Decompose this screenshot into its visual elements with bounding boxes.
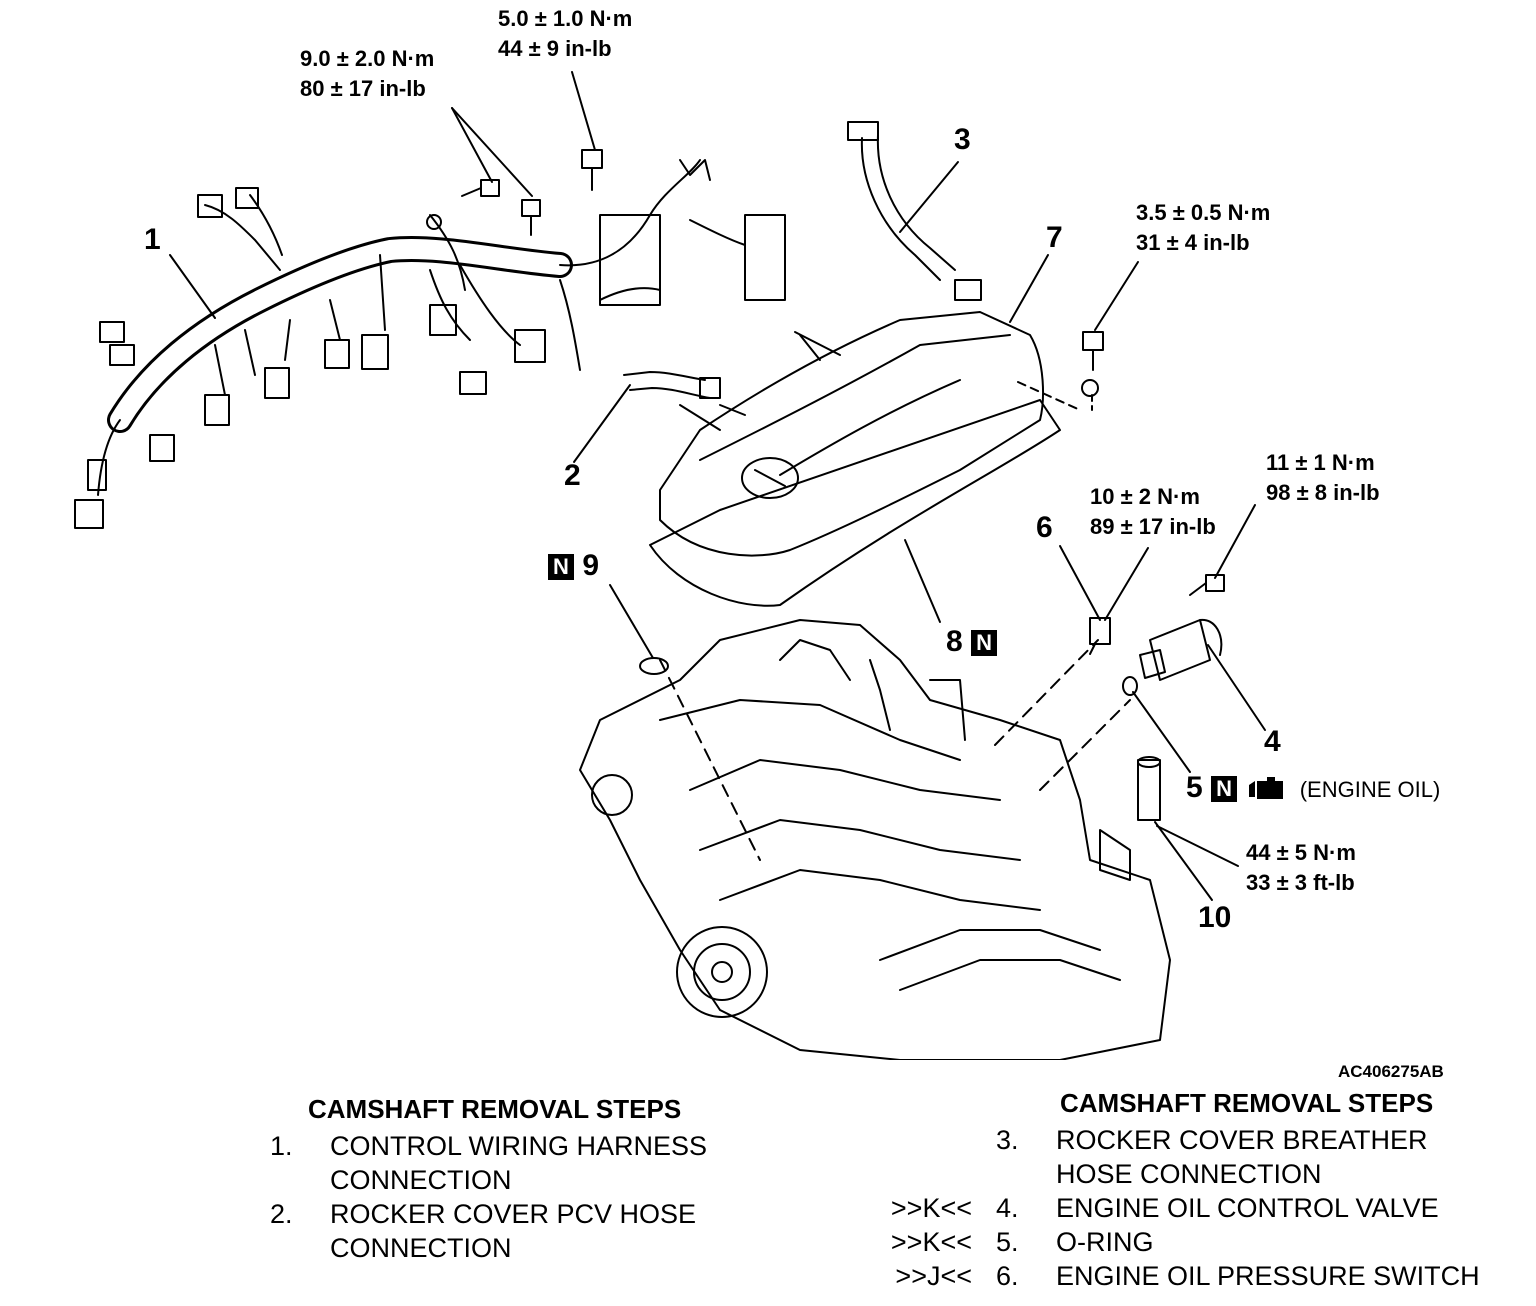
torque-label-plug: 44 ± 5 N·m 33 ± 3 ft-lb <box>1246 838 1356 898</box>
steps-left: CAMSHAFT REMOVAL STEPS 1. CONTROL WIRING… <box>150 1094 707 1265</box>
oil-can-icon <box>1249 777 1284 800</box>
steps-heading: CAMSHAFT REMOVAL STEPS <box>1060 1088 1434 1118</box>
callout-8: 8 <box>946 625 963 658</box>
step-text: HOSE CONNECTION <box>1056 1159 1322 1189</box>
spacer <box>270 1231 330 1265</box>
step-ref <box>150 1129 270 1163</box>
callout-2: 2 <box>564 459 581 492</box>
rocker-cover-drawing <box>649 311 1081 607</box>
torque-metric: 10 ± 2 N·m <box>1090 484 1200 509</box>
step-row: 3. ROCKER COVER BREATHER <box>860 1123 1480 1157</box>
step-row-continued: HOSE CONNECTION <box>860 1157 1480 1191</box>
leader-lines <box>169 71 1266 901</box>
torque-label-oil-control-valve-bolt: 11 ± 1 N·m 98 ± 8 in-lb <box>1266 448 1380 508</box>
oil-control-valve-drawing <box>1122 618 1223 821</box>
callout-3: 3 <box>954 123 971 156</box>
spacer <box>860 1157 996 1191</box>
step-ref: >>K<< <box>890 1227 972 1257</box>
callout-6: 6 <box>1036 511 1053 544</box>
non-reusable-mark: N <box>971 630 998 657</box>
bolts-drawing <box>426 149 1225 596</box>
callout-5: 5 <box>1186 771 1203 804</box>
figure-id: AC406275AB <box>1338 1062 1444 1081</box>
wiring-harness-drawing <box>74 159 786 529</box>
callout-7: 7 <box>1046 221 1063 254</box>
torque-imperial: 33 ± 3 ft-lb <box>1246 870 1355 895</box>
torque-imperial: 89 ± 17 in-lb <box>1090 514 1216 539</box>
step-row: 2. ROCKER COVER PCV HOSE <box>150 1197 707 1231</box>
step-ref: >>J<< <box>895 1261 972 1291</box>
step-row: >>K<< 4. ENGINE OIL CONTROL VALVE <box>860 1191 1480 1225</box>
spacer <box>996 1157 1056 1191</box>
exploded-view-illustration <box>74 71 1266 1060</box>
torque-imperial: 80 ± 17 in-lb <box>300 76 426 101</box>
spacer <box>150 1231 270 1265</box>
callout-9: 9 <box>582 549 600 582</box>
step-text: ROCKER COVER PCV HOSE <box>330 1199 697 1229</box>
spacer <box>150 1163 270 1197</box>
torque-label-harness-bracket-bolt: 5.0 ± 1.0 N·m 44 ± 9 in-lb <box>498 4 632 64</box>
step-text: CONNECTION <box>330 1165 512 1195</box>
engine-oil-note: (ENGINE OIL) <box>1299 777 1441 802</box>
step-row-continued: CONNECTION <box>150 1163 707 1197</box>
step-text: CONNECTION <box>330 1233 512 1263</box>
torque-label-harness-bolt: 9.0 ± 2.0 N·m 80 ± 17 in-lb <box>300 44 434 104</box>
torque-metric: 5.0 ± 1.0 N·m <box>498 6 633 31</box>
torque-imperial: 44 ± 9 in-lb <box>498 36 612 61</box>
engine-block-drawing <box>579 619 1171 1060</box>
step-text: ENGINE OIL PRESSURE SWITCH <box>1056 1261 1480 1291</box>
callout-4: 4 <box>1264 725 1281 758</box>
breather-hose-drawing <box>847 121 982 301</box>
callout-10: 10 <box>1198 901 1232 934</box>
step-text: ENGINE OIL CONTROL VALVE <box>1056 1193 1439 1223</box>
step-text: O-RING <box>1056 1227 1154 1257</box>
torque-metric: 44 ± 5 N·m <box>1246 840 1356 865</box>
callout-5-group: 5 N (ENGINE OIL) <box>1186 772 1440 806</box>
torque-imperial: 31 ± 4 in-lb <box>1136 230 1250 255</box>
step-number: 5. <box>996 1227 1019 1257</box>
torque-label-pressure-switch: 10 ± 2 N·m 89 ± 17 in-lb <box>1090 482 1216 542</box>
spacer <box>270 1163 330 1197</box>
torque-metric: 9.0 ± 2.0 N·m <box>300 46 435 71</box>
step-number: 6. <box>996 1261 1019 1291</box>
non-reusable-mark: N <box>1211 776 1238 803</box>
step-row-continued: CONNECTION <box>150 1231 707 1265</box>
step-number: 4. <box>996 1193 1019 1223</box>
step-row: >>K<< 5. O-RING <box>860 1225 1480 1259</box>
pressure-switch-drawing <box>1089 617 1111 655</box>
torque-metric: 3.5 ± 0.5 N·m <box>1136 200 1271 225</box>
callout-1: 1 <box>144 223 161 256</box>
step-number: 2. <box>270 1199 293 1229</box>
non-reusable-mark: N <box>548 554 574 581</box>
step-row: 1. CONTROL WIRING HARNESS <box>150 1129 707 1163</box>
step-number: 3. <box>996 1125 1019 1155</box>
torque-imperial: 98 ± 8 in-lb <box>1266 480 1380 505</box>
step-ref <box>150 1197 270 1231</box>
callout-8-group: 8 N <box>946 625 998 658</box>
step-ref: >>K<< <box>890 1193 972 1223</box>
steps-right: CAMSHAFT REMOVAL STEPS 3. ROCKER COVER B… <box>860 1088 1480 1293</box>
step-text: ROCKER COVER BREATHER <box>1056 1125 1428 1155</box>
callout-9-group: N 9 <box>548 550 599 582</box>
step-text: CONTROL WIRING HARNESS <box>330 1131 708 1161</box>
torque-metric: 11 ± 1 N·m <box>1266 450 1375 475</box>
pcv-hose-drawing <box>623 371 721 399</box>
step-row: >>J<< 6. ENGINE OIL PRESSURE SWITCH <box>860 1259 1480 1293</box>
torque-label-rocker-cover-bolt: 3.5 ± 0.5 N·m 31 ± 4 in-lb <box>1136 198 1270 258</box>
steps-heading: CAMSHAFT REMOVAL STEPS <box>308 1094 682 1124</box>
step-number: 1. <box>270 1131 293 1161</box>
step-ref <box>860 1123 996 1157</box>
